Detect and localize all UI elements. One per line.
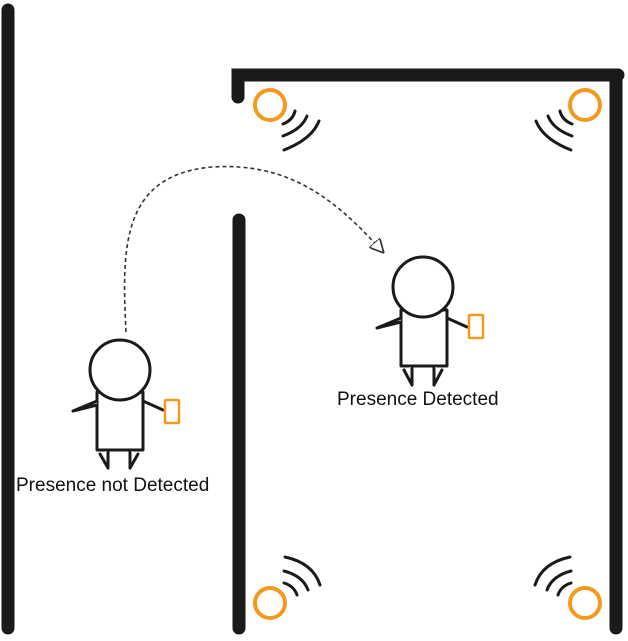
person-detected-icon: [375, 255, 469, 387]
label-presence-detected: Presence Detected: [337, 389, 499, 410]
beacon-bottom-right-icon: [568, 586, 602, 620]
signal-waves-top-left-icon: [281, 109, 321, 152]
beacon-top-left-icon: [253, 88, 287, 122]
movement-path-arrow: [123, 165, 382, 333]
beacon-top-right-icon: [568, 88, 602, 122]
phone-not-detected-icon: [163, 398, 181, 425]
phone-detected-icon: [467, 313, 485, 340]
signal-waves-bottom-left-icon: [282, 555, 322, 597]
beacon-bottom-left-icon: [253, 586, 287, 620]
person-not-detected-icon: [71, 338, 165, 470]
room-top-wall: [231, 68, 625, 104]
signal-waves-bottom-right-icon: [533, 555, 573, 597]
signal-waves-top-right-icon: [534, 109, 574, 152]
label-presence-not-detected: Presence not Detected: [16, 475, 210, 496]
